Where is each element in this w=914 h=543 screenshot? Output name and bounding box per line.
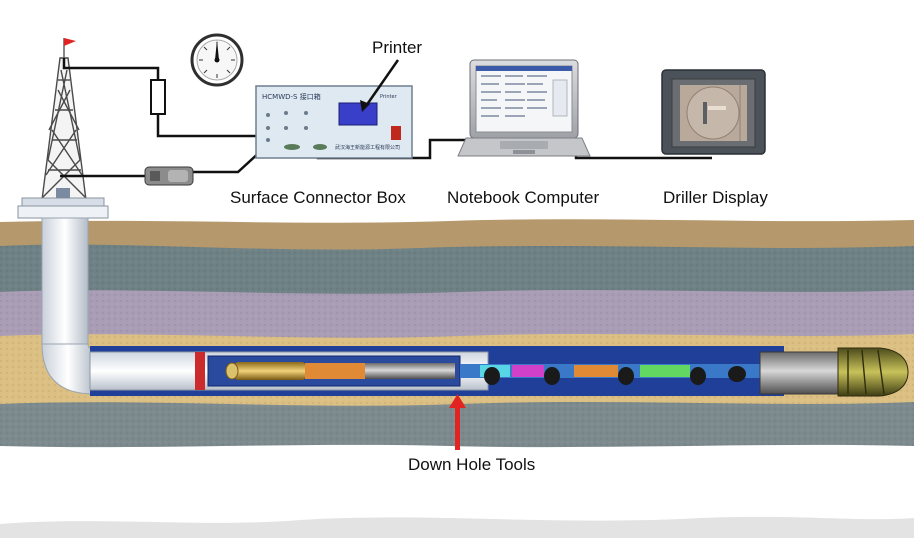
pressure-transducer — [150, 79, 166, 115]
rig-floor — [21, 197, 105, 207]
down-hole-assembly — [89, 346, 909, 397]
rig-wellhead — [56, 188, 70, 198]
gauge-needle — [215, 40, 219, 60]
surface-cables — [60, 58, 712, 180]
printer-pointer-head — [360, 100, 370, 112]
rig-flag — [64, 38, 76, 46]
pressure-cable — [62, 58, 160, 80]
label-printer: Printer — [372, 38, 423, 57]
sensor-green — [640, 365, 690, 377]
vertical-casing — [41, 217, 89, 345]
notebook-computer — [457, 59, 591, 157]
driller-display — [661, 69, 766, 155]
tool-gray-section — [365, 363, 455, 379]
drill-bit — [837, 347, 909, 397]
sensor-orange — [574, 365, 618, 377]
label-notebook-computer: Notebook Computer — [447, 188, 600, 207]
box-printer-tag: Printer — [380, 94, 397, 100]
purple-rock-texture — [0, 290, 914, 342]
label-surface-connector-box: Surface Connector Box — [230, 188, 406, 207]
sensor-magenta — [512, 365, 544, 377]
surface-connector-box — [255, 85, 413, 159]
rig-base — [17, 205, 109, 219]
label-down-hole-tools: Down Hole Tools — [408, 455, 536, 474]
hookload-sensor — [144, 166, 194, 186]
tool-orange-section — [305, 363, 365, 379]
drilling-rig — [41, 38, 87, 201]
box-panel-caption: 武汉海王新能源工程有限公司 — [335, 145, 401, 151]
printer-pointer-line — [364, 59, 400, 107]
gray-stone-texture — [0, 244, 914, 300]
down-hole-arrow-shaft — [455, 404, 460, 450]
bit-housing-gray — [759, 351, 839, 395]
pulser-gold — [235, 362, 305, 380]
ground-reflection — [0, 516, 914, 538]
label-driller-display: Driller Display — [663, 188, 768, 207]
pressure-gauge — [190, 33, 244, 87]
box-panel-title: HCMWD-S 接口箱 — [262, 93, 321, 101]
down-hole-arrow-head — [449, 394, 466, 408]
